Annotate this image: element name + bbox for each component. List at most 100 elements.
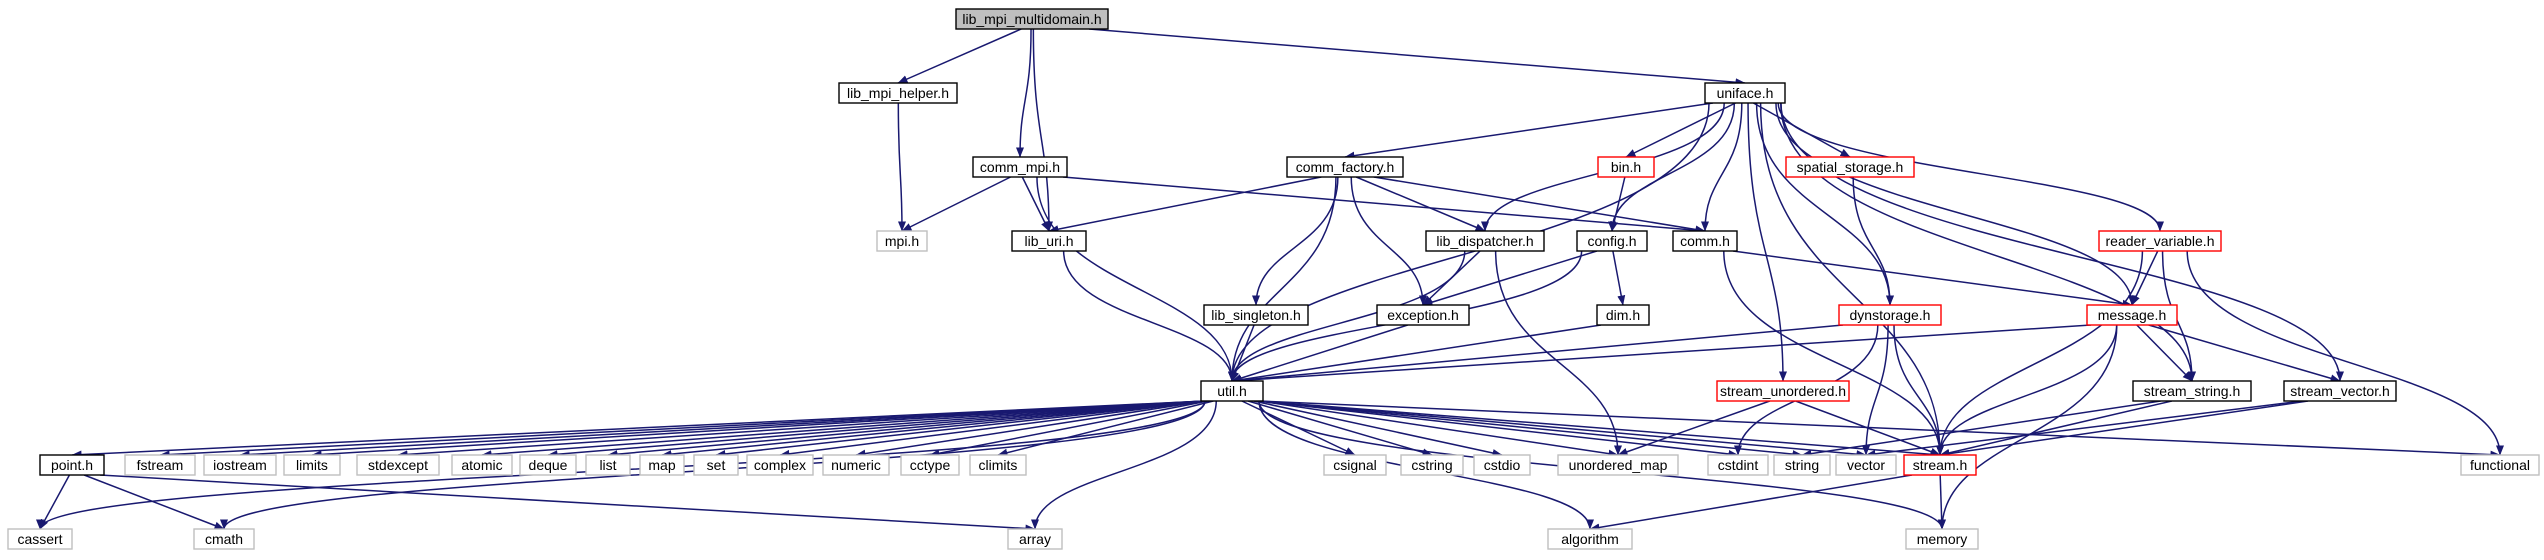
node-box (124, 454, 196, 476)
edge-comm-factory-to-comm (1373, 176, 1706, 234)
node-memory[interactable]: memory (1905, 528, 1979, 550)
edge-comm-factory-to-util (1228, 176, 1337, 382)
node-mpi[interactable]: mpi.h (876, 230, 928, 252)
node-label: map (648, 457, 675, 473)
edge-util-to-point (71, 400, 1206, 459)
node-lib-dispatcher[interactable]: lib_dispatcher.h (1425, 230, 1545, 252)
node-stdexcept[interactable]: stdexcept (356, 454, 440, 476)
node-label: stream_string.h (2144, 383, 2240, 399)
node-set[interactable]: set (693, 454, 739, 476)
node-label: message.h (2098, 307, 2166, 323)
node-functional[interactable]: functional (2460, 454, 2540, 476)
node-label: set (707, 457, 726, 473)
node-lib-mpi-helper[interactable]: lib_mpi_helper.h (838, 82, 958, 104)
node-stream[interactable]: stream.h (1903, 454, 1977, 476)
node-label: unordered_map (1569, 457, 1668, 473)
node-vector[interactable]: vector (1835, 454, 1897, 476)
node-message[interactable]: message.h (2086, 304, 2178, 326)
node-label: csignal (1333, 457, 1377, 473)
node-comm-mpi[interactable]: comm_mpi.h (972, 156, 1068, 178)
node-dynstorage[interactable]: dynstorage.h (1838, 304, 1942, 326)
node-csignal[interactable]: csignal (1323, 454, 1387, 476)
node-cstdio[interactable]: cstdio (1473, 454, 1531, 476)
node-dim[interactable]: dim.h (1596, 304, 1650, 326)
node-unordered-map[interactable]: unordered_map (1557, 454, 1679, 476)
node-fstream[interactable]: fstream (124, 454, 196, 476)
edge-lib-mpi-multidomain-to-comm-mpi (1016, 28, 1032, 158)
edge-util-to-stream (1258, 400, 1941, 459)
node-box (1400, 454, 1464, 476)
node-stream-unordered[interactable]: stream_unordered.h (1716, 380, 1850, 402)
node-point[interactable]: point.h (39, 454, 105, 476)
node-atomic[interactable]: atomic (451, 454, 513, 476)
node-comm[interactable]: comm.h (1672, 230, 1738, 252)
node-algorithm[interactable]: algorithm (1547, 528, 1633, 550)
node-climits[interactable]: climits (969, 454, 1027, 476)
node-label: cmath (205, 531, 243, 547)
node-iostream[interactable]: iostream (203, 454, 277, 476)
node-label: stream_vector.h (2290, 383, 2390, 399)
node-box (969, 454, 1027, 476)
edge-uniface-to-comm (1701, 102, 1743, 232)
node-box (1576, 230, 1648, 252)
edge-dynstorage-to-vector (1862, 324, 1889, 456)
edge-uniface-to-util (1228, 102, 1710, 382)
node-uniface[interactable]: uniface.h (1704, 82, 1786, 104)
node-lib-singleton[interactable]: lib_singleton.h (1203, 304, 1309, 326)
edge-lib-mpi-multidomain-to-lib-mpi-helper (897, 28, 1022, 84)
node-spatial-storage[interactable]: spatial_storage.h (1785, 156, 1915, 178)
edge-point-to-array (99, 474, 1036, 533)
node-label: uniface.h (1717, 85, 1774, 101)
node-box (203, 454, 277, 476)
node-comm-factory[interactable]: comm_factory.h (1286, 156, 1404, 178)
node-label: limits (296, 457, 328, 473)
node-deque[interactable]: deque (519, 454, 577, 476)
edge-util-to-deque (547, 400, 1206, 459)
node-stream-vector[interactable]: stream_vector.h (2283, 380, 2397, 402)
edge-config-to-exception (1422, 250, 1598, 307)
edge-util-to-numeric (855, 400, 1206, 458)
edge-util-to-vector (1258, 400, 1867, 459)
node-box (1596, 304, 1650, 326)
node-reader-variable[interactable]: reader_variable.h (2098, 230, 2222, 252)
node-bin[interactable]: bin.h (1597, 156, 1655, 178)
node-complex[interactable]: complex (746, 454, 814, 476)
node-list[interactable]: list (585, 454, 631, 476)
edge-message-to-stream-string (2136, 324, 2193, 382)
node-label: dim.h (1606, 307, 1640, 323)
edge-reader-variable-to-message (2131, 250, 2159, 306)
node-array[interactable]: array (1007, 528, 1063, 550)
node-box (1785, 156, 1915, 178)
node-cstdint[interactable]: cstdint (1707, 454, 1769, 476)
node-box (2460, 454, 2540, 476)
edge-stream-string-to-string (1801, 400, 2161, 458)
edge-util-to-array (1031, 400, 1217, 530)
node-limits[interactable]: limits (283, 454, 341, 476)
edge-lib-mpi-multidomain-to-uniface (1088, 28, 1746, 87)
node-config[interactable]: config.h (1576, 230, 1648, 252)
node-label: algorithm (1561, 531, 1619, 547)
node-string[interactable]: string (1773, 454, 1831, 476)
node-cassert[interactable]: cassert (7, 528, 73, 550)
node-label: comm_mpi.h (980, 159, 1060, 175)
node-box (1011, 230, 1087, 252)
node-util[interactable]: util.h (1200, 380, 1264, 402)
node-box (693, 454, 739, 476)
node-cctype[interactable]: cctype (900, 454, 960, 476)
node-box (7, 528, 73, 550)
node-exception[interactable]: exception.h (1376, 304, 1470, 326)
node-cmath[interactable]: cmath (193, 528, 255, 550)
edge-comm-to-stream (1723, 250, 1944, 456)
node-stream-string[interactable]: stream_string.h (2132, 380, 2252, 402)
edge-reader-variable-to-functional (2186, 250, 2504, 456)
node-map[interactable]: map (639, 454, 685, 476)
node-cstring[interactable]: cstring (1400, 454, 1464, 476)
edge-comm-mpi-to-util (1036, 176, 1236, 382)
edge-util-to-cstring (1247, 400, 1433, 457)
node-lib-mpi-multidomain[interactable]: lib_mpi_multidomain.h (955, 8, 1109, 30)
node-numeric[interactable]: numeric (822, 454, 890, 476)
node-lib-uri[interactable]: lib_uri.h (1011, 230, 1087, 252)
node-label: memory (1917, 531, 1968, 547)
node-label: deque (529, 457, 568, 473)
node-label: spatial_storage.h (1797, 159, 1904, 175)
